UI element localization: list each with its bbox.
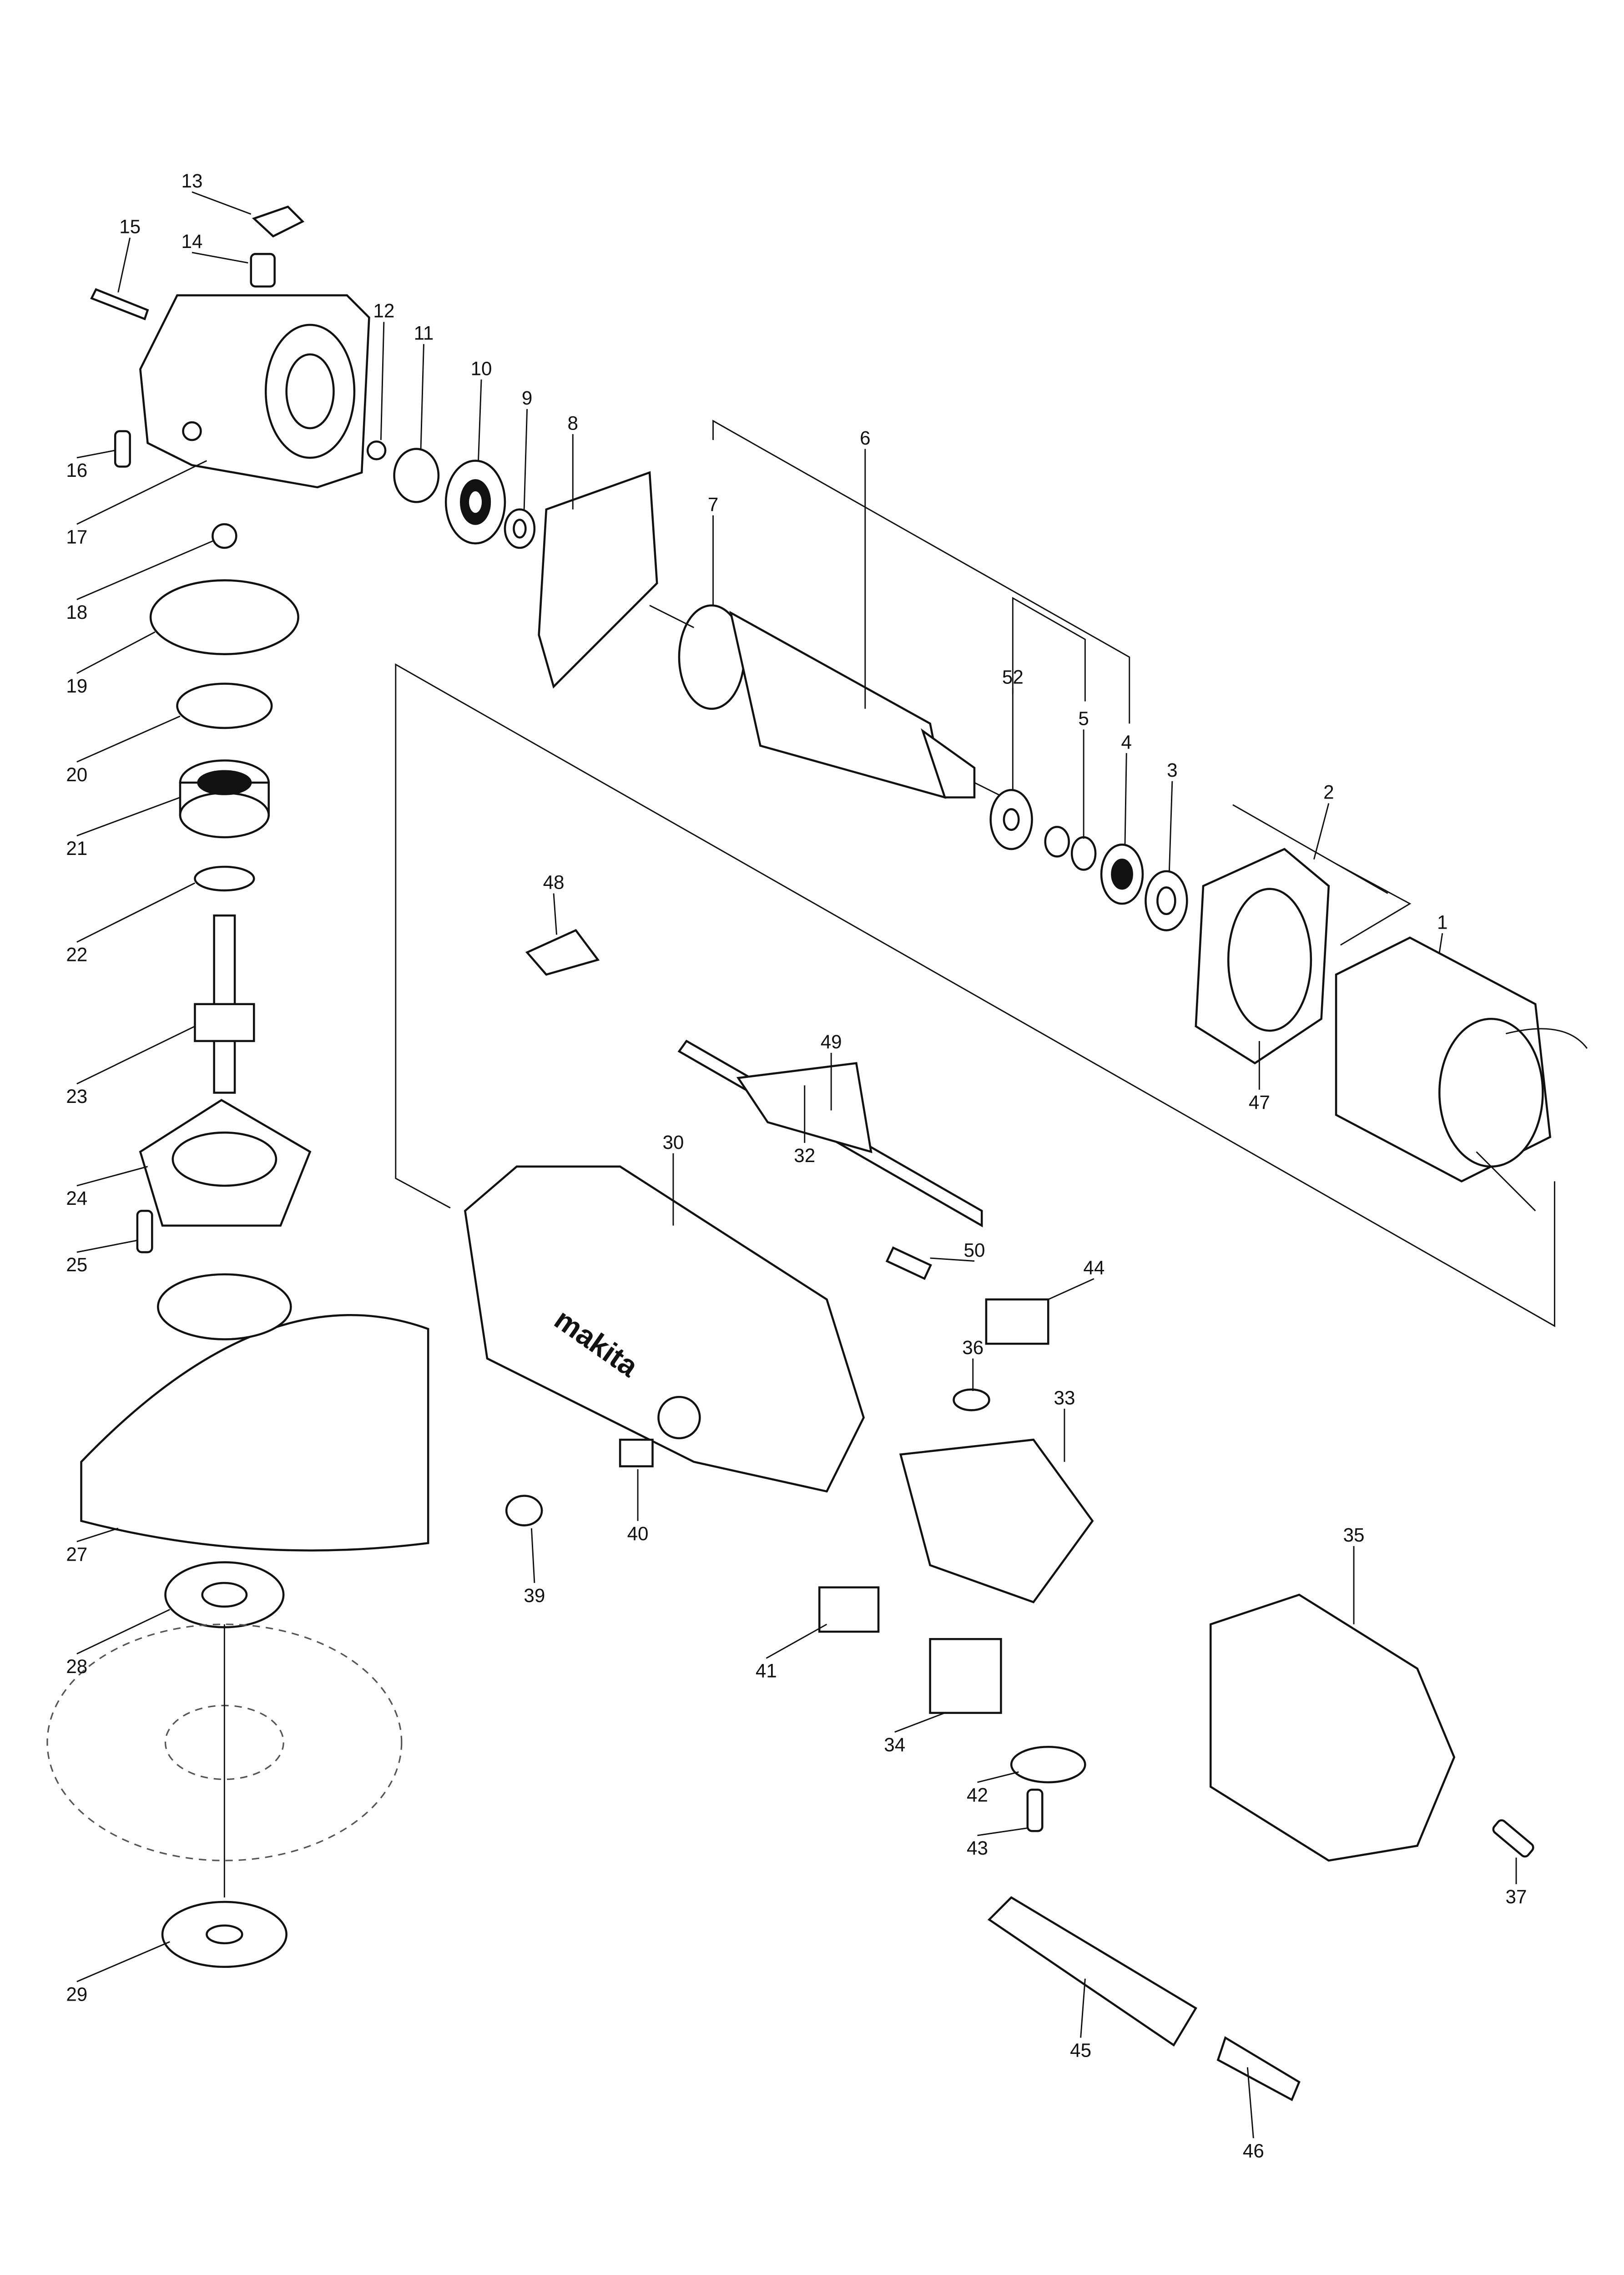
part-label-12: 12 [373,300,394,322]
leader-line-9 [523,409,528,510]
stator [1195,848,1588,1212]
part-label-48: 48 [543,872,565,893]
part-label-1: 1 [1437,911,1447,933]
gear-housing [139,294,370,489]
part-label-35: 35 [1343,1524,1365,1546]
leader-line-15 [117,238,131,293]
part-label-42: 42 [967,1784,988,1805]
part-label-11: 11 [414,322,434,344]
part-label-43: 43 [967,1837,988,1859]
leader-line-2 [1313,803,1330,860]
baffle-plate [538,471,658,689]
leader-line-28 [76,1609,170,1655]
part-label-41: 41 [756,1660,777,1682]
part-label-6: 6 [860,427,870,449]
leader-line-13 [192,191,252,215]
leader-line-4 [1124,753,1127,845]
part-label-37: 37 [1506,1886,1527,1907]
part-label-30: 30 [662,1132,684,1153]
part-label-44: 44 [1083,1257,1105,1279]
part-label-5: 5 [1078,708,1089,729]
leader-line-39 [530,1528,535,1583]
leader-line-25 [76,1239,138,1253]
part-label-29: 29 [66,1983,87,2005]
part-label-47: 47 [1249,1092,1270,1113]
leader-line-3 [1168,781,1173,871]
part-label-46: 46 [1243,2140,1264,2161]
part-label-7: 7 [708,494,718,515]
bearings-right [989,789,1388,931]
spindle-stack [46,523,429,1968]
part-label-14: 14 [181,231,202,252]
motor-housing: makita [464,1165,865,1493]
leader-line-27 [76,1527,119,1542]
leader-line-24 [76,1166,148,1187]
leader-line-19 [76,631,156,674]
leader-line-48 [553,893,558,935]
leader-line-20 [76,715,181,763]
leader-line-1 [1438,933,1443,953]
leader-lines [76,191,1517,2138]
assembly-frames [395,420,1555,1327]
part-label-25: 25 [66,1254,87,1275]
part-label-20: 20 [66,764,87,785]
leader-line-22 [76,882,196,943]
part-label-49: 49 [821,1031,842,1052]
leader-line-46 [1246,2067,1254,2138]
leader-line-34 [894,1712,945,1733]
part-label-24: 24 [66,1188,87,1209]
leader-line-16 [76,450,116,459]
leader-line-42 [977,1771,1019,1783]
part-label-3: 3 [1167,759,1177,781]
leader-line-29 [76,1941,170,1982]
leader-line-41 [766,1623,827,1659]
part-label-28: 28 [66,1656,87,1677]
part-label-36: 36 [962,1337,983,1358]
part-label-32: 32 [794,1145,815,1166]
part-label-34: 34 [884,1734,905,1755]
part-label-17: 17 [66,526,87,547]
rear-cover [1209,1593,1456,1862]
part-label-15: 15 [119,216,141,238]
part-label-21: 21 [66,838,87,859]
part-label-4: 4 [1121,731,1132,753]
part-label-19: 19 [66,675,87,697]
leader-line-43 [977,1827,1028,1836]
cord-guard [987,1896,1301,2102]
leader-line-17 [76,460,207,525]
part-label-2: 2 [1323,782,1334,803]
part-label-16: 16 [66,460,87,481]
part-labels: 1234567891011121314151617181920212223242… [66,170,1527,2161]
exploded-parts-diagram: makita 123456789101112131415161718192021… [46,170,1588,2161]
part-label-22: 22 [66,944,87,966]
part-label-27: 27 [66,1543,87,1565]
leader-line-44 [1048,1278,1094,1300]
armature [649,604,1004,799]
leader-line-18 [76,540,215,600]
small-parts-top [90,205,536,549]
leader-line-45 [1080,1978,1086,2038]
leader-line-21 [76,797,181,837]
leader-line-23 [76,1026,196,1085]
part-label-52: 52 [1002,667,1024,688]
leader-line-11 [420,344,424,450]
leader-line-14 [192,252,248,264]
part-label-8: 8 [568,412,578,434]
leader-line-50 [930,1257,975,1262]
part-label-13: 13 [181,170,202,192]
leader-line-10 [478,379,482,461]
part-label-9: 9 [522,387,532,409]
part-label-45: 45 [1070,2040,1091,2061]
part-label-40: 40 [627,1523,649,1544]
part-label-50: 50 [964,1239,985,1261]
part-label-33: 33 [1054,1387,1075,1408]
part-label-39: 39 [524,1585,545,1606]
part-label-23: 23 [66,1086,87,1107]
screw-37 [1492,1819,1534,1858]
part-label-18: 18 [66,602,87,623]
leader-line-12 [380,322,385,440]
part-label-10: 10 [471,358,492,379]
